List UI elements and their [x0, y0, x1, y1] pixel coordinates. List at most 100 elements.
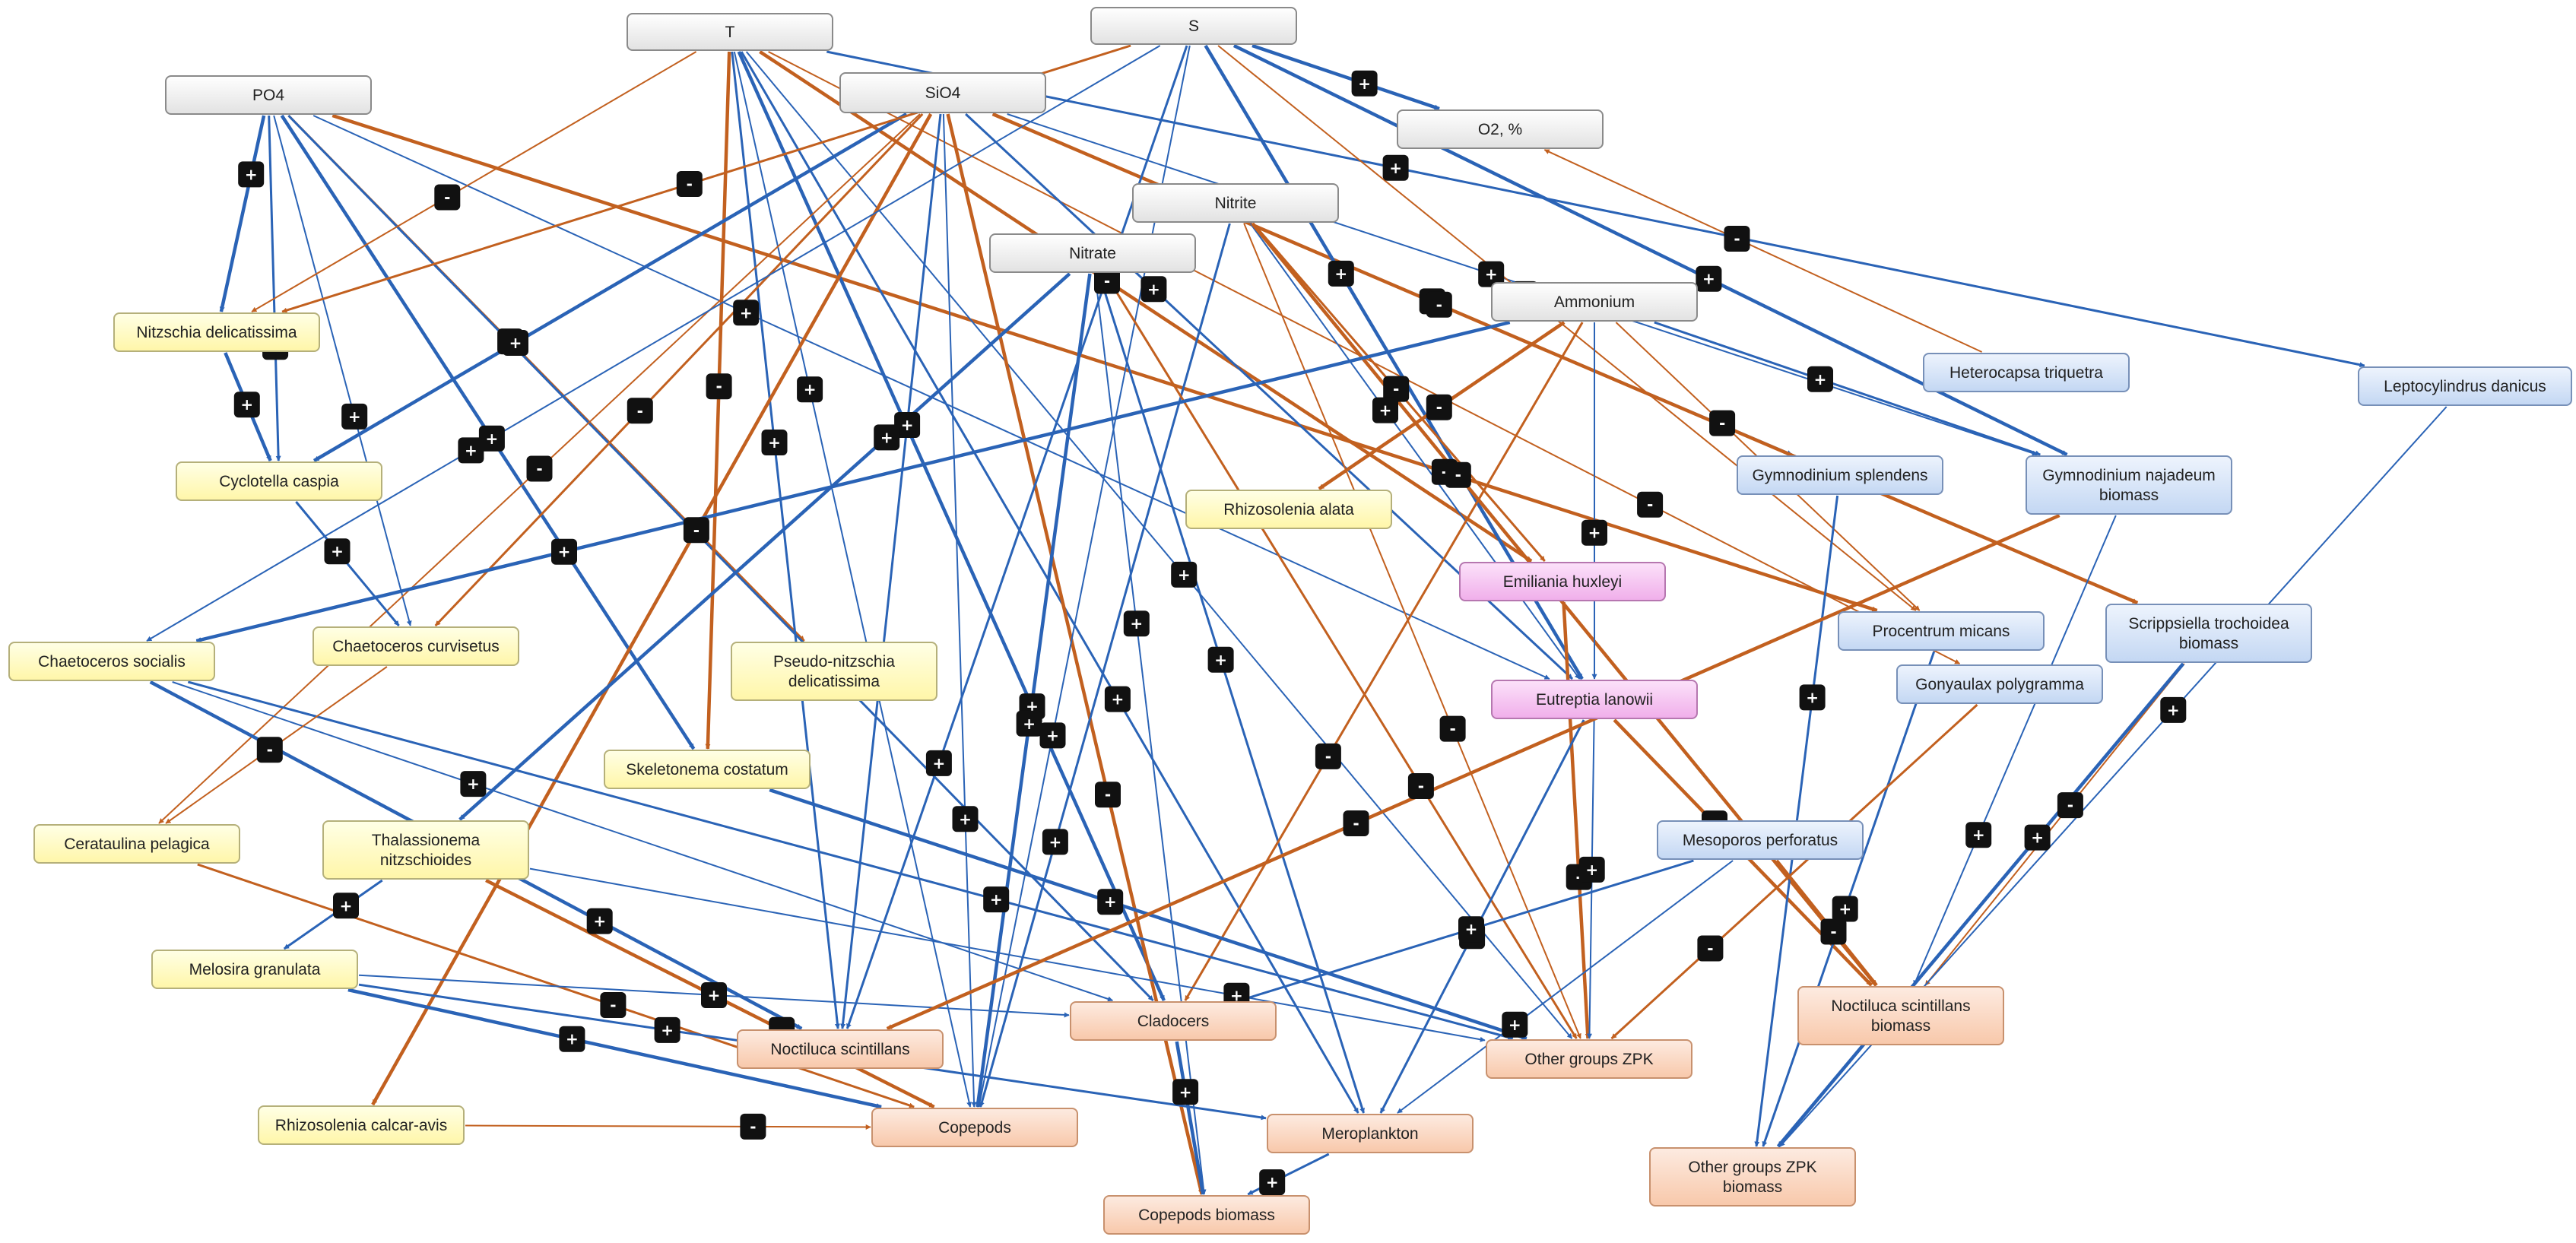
edge-sign-minus-icon: - [683, 517, 709, 544]
node-label: Noctiluca scintillans [770, 1041, 909, 1058]
edge-sign-label: + [593, 912, 606, 931]
node-box [1070, 1001, 1277, 1041]
node-label: Cyclotella caspia [219, 473, 339, 490]
node-copepodsbio[interactable]: Copepods biomass [1103, 1195, 1310, 1235]
node-rhizalata[interactable]: Rhizosolenia alata [1185, 490, 1392, 529]
node-box [322, 820, 529, 880]
edge-chaetsoc-to-cladocers [172, 681, 1113, 1002]
node-nitzdel[interactable]: Nitzschia delicatissima [113, 312, 320, 352]
edge-chaetsoc-to-otherzpk [187, 680, 1514, 1040]
node-rhizcalcar[interactable]: Rhizosolenia calcar-avis [258, 1105, 465, 1145]
node-t[interactable]: T [627, 13, 833, 51]
edge-sign-label: + [661, 1021, 674, 1039]
node-leptocyl[interactable]: Leptocylindrus danicus [2358, 366, 2572, 406]
node-box [258, 1105, 465, 1145]
edge-sign-label: - [1436, 398, 1442, 417]
edge-sign-label: + [1814, 370, 1827, 388]
edge-s-to-procentrum [1217, 45, 1917, 611]
node-chaetcurv[interactable]: Chaetoceros curvisetus [312, 626, 519, 666]
edge-t-to-emiliania [759, 50, 1533, 563]
node-ammonium[interactable]: Ammonium [1491, 282, 1698, 322]
node-box [1397, 109, 1604, 149]
node-box [1737, 455, 1943, 495]
node-cladocers[interactable]: Cladocers [1070, 1001, 1277, 1041]
node-nitrite[interactable]: Nitrite [1132, 183, 1339, 223]
node-skeleton[interactable]: Skeletonema costatum [604, 750, 811, 789]
edge-sign-plus-icon: + [1039, 722, 1066, 749]
node-mesoporos[interactable]: Mesoporos perforatus [1657, 820, 1864, 860]
edge-s-to-noctsc [845, 45, 1188, 1029]
edge-sign-plus-icon: + [925, 750, 952, 776]
node-nitrate[interactable]: Nitrate [989, 233, 1196, 273]
node-box [113, 312, 320, 352]
edge-sign-minus-icon: - [627, 398, 653, 424]
node-gonyaulax[interactable]: Gonyaulax polygramma [1896, 664, 2103, 704]
node-noctsc[interactable]: Noctiluca scintillans [737, 1029, 944, 1069]
edge-sign-plus-icon: + [1799, 684, 1826, 711]
edge-sign-minus-icon: - [256, 737, 283, 763]
edge-sign-plus-icon: + [1328, 260, 1354, 287]
node-meroplankton[interactable]: Meroplankton [1267, 1114, 1474, 1153]
edge-sign-plus-icon: + [894, 412, 921, 438]
edge-gonyaulax-to-otherzpk [1610, 703, 1978, 1040]
edge-sign-plus-icon: + [586, 908, 613, 934]
node-box [1923, 353, 2130, 392]
edge-sign-plus-icon: + [1581, 519, 1607, 546]
node-emiliania[interactable]: Emiliania huxleyi [1459, 562, 1666, 601]
node-box [839, 72, 1046, 113]
edge-sign-minus-icon: - [740, 1113, 766, 1140]
edge-po4-to-cladocers [287, 114, 1154, 1002]
node-cyclotella[interactable]: Cyclotella caspia [176, 461, 382, 501]
node-o2[interactable]: O2, % [1397, 109, 1604, 149]
node-box [1896, 664, 2103, 704]
edge-t-to-otherzpk [745, 51, 1573, 1039]
edge-nitrate-to-copepodsbio [1094, 273, 1207, 1195]
edge-sign-label: + [1508, 1016, 1521, 1034]
edge-sign-label: - [2067, 796, 2073, 814]
edge-sign-label: + [558, 543, 571, 561]
edge-sign-minus-icon: - [1445, 461, 1471, 488]
edge-sign-label: + [1179, 1083, 1192, 1101]
node-copepods[interactable]: Copepods [871, 1108, 1078, 1147]
edge-sign-label: + [740, 303, 753, 322]
edge-sign-label: + [1112, 690, 1125, 709]
node-melosira[interactable]: Melosira granulata [151, 950, 358, 989]
node-cerataulina[interactable]: Cerataulina pelagica [33, 824, 240, 864]
edge-sign-plus-icon: + [1016, 710, 1042, 737]
edge-sign-label: + [1485, 265, 1498, 284]
edge-sign-plus-icon: + [324, 538, 351, 565]
edge-sign-label: + [245, 165, 258, 183]
node-s[interactable]: S [1090, 7, 1297, 45]
node-procentrum[interactable]: Procentrum micans [1838, 611, 2045, 651]
edge-ammonium-to-gymnaj [1654, 321, 2041, 456]
node-po4[interactable]: PO4 [165, 75, 372, 115]
node-chaetsoc[interactable]: Chaetoceros socialis [8, 642, 215, 681]
edge-sign-plus-icon: + [1259, 1169, 1286, 1196]
node-sio4[interactable]: SiO4 [839, 72, 1046, 113]
edge-sio4-to-chaetcurv [434, 113, 924, 627]
edge-nitrite-to-otherzpk [1243, 223, 1581, 1039]
edge-sign-plus-icon: + [701, 982, 727, 1008]
node-box [1838, 611, 2045, 651]
edge-nitrite-to-eutreptia [1249, 223, 1581, 680]
edge-sign-label: + [1214, 651, 1227, 669]
edge-sign-label: + [240, 395, 253, 414]
node-gymsplend[interactable]: Gymnodinium splendens [1737, 455, 1943, 495]
edge-rhizcalcar-to-copepods [465, 1124, 871, 1130]
edge-ammonium-to-chaetsoc [195, 320, 1511, 643]
edge-sign-label: + [959, 810, 972, 828]
node-heterocapsa[interactable]: Heterocapsa triquetra [1923, 353, 2130, 392]
node-eutreptia[interactable]: Eutreptia lanowii [1491, 680, 1698, 719]
edge-sio4-to-noctsc [840, 113, 942, 1029]
node-otherzpk[interactable]: Other groups ZPK [1486, 1039, 1692, 1079]
edge-nitrate-to-thalass [458, 272, 1071, 821]
node-box [1267, 1114, 1474, 1153]
node-box [737, 1029, 944, 1069]
